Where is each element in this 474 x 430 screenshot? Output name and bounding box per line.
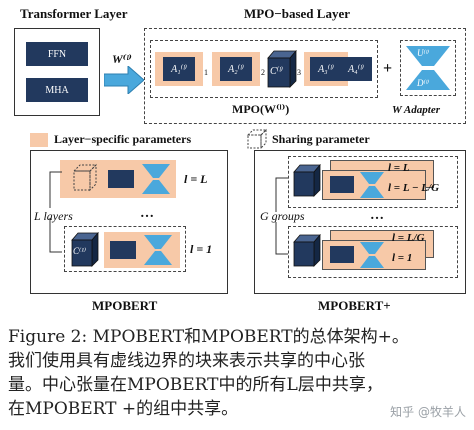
right-top-label-1: l = L — [388, 162, 410, 174]
tensor-c-cube — [267, 49, 297, 88]
ffn-block: FFN — [26, 42, 88, 66]
left-top-label: l = L — [184, 172, 208, 186]
right-bottom-label-2: l = 1 — [392, 252, 413, 264]
right-top-label-2: l = L − L/G — [388, 182, 440, 194]
right-bottom-cube — [293, 233, 321, 267]
caption-line-1: Figure 2: MPOBERT和MPOBERT的总体架构+。 — [8, 327, 409, 347]
left-bottom-frame — [64, 226, 186, 272]
left-brace — [49, 171, 62, 253]
left-top-dashed-cube — [72, 163, 98, 192]
legend-dashed-cube — [246, 128, 268, 150]
mpo-inner-box — [150, 40, 378, 98]
tensor-a2-label: A₂⁽ˡ⁾ — [228, 63, 244, 75]
weight-arrow-label: W⁽ˡ⁾ — [112, 52, 132, 66]
tensor-a1-label: A₁⁽ˡ⁾ — [171, 63, 187, 75]
watermark: 知乎 @牧羊人 — [390, 405, 466, 419]
left-bottom-label: l = 1 — [190, 242, 213, 256]
legend-sharing: Sharing parameter — [272, 132, 370, 146]
right-bottom-block — [330, 246, 354, 263]
left-bottom-hourglass — [144, 235, 172, 265]
left-dots: … — [140, 206, 154, 221]
bond-2: 2 — [261, 68, 265, 77]
adapter-u-label: U⁽ˡ⁾ — [417, 48, 430, 58]
transformer-title: Transformer Layer — [20, 6, 128, 21]
right-dots: … — [370, 208, 384, 223]
legend-layer-specific: Layer−specific parameters — [54, 132, 192, 146]
mpo-caption: MPO(W⁽ˡ⁾) — [232, 102, 290, 116]
adapter-hourglass — [406, 46, 450, 90]
right-bottom-label-1: l = L/G — [392, 232, 425, 244]
mpobert-panel — [30, 150, 228, 294]
tensor-a4: A₄⁽ˡ⁾ — [340, 57, 372, 81]
right-top-frame — [288, 156, 458, 208]
caption-line-4: 在MPOBERT +的组中共享。 — [8, 399, 239, 419]
tensor-a3-label: A₃⁽ˡ⁾ — [318, 63, 334, 75]
adapter-box — [400, 40, 456, 96]
transformer-box — [14, 28, 100, 116]
left-bottom-core-label: C⁽¹⁾ — [73, 246, 87, 256]
left-top-hourglass — [142, 164, 170, 194]
right-bottom-hourglass — [360, 242, 384, 268]
bond-1: 1 — [204, 68, 208, 77]
mpobert-title: MPOBERT — [92, 298, 158, 313]
ffn-label: FFN — [47, 48, 67, 60]
mpobert-plus-title: MPOBERT+ — [318, 298, 391, 313]
plus-sign: + — [383, 60, 393, 77]
right-top-block — [330, 176, 354, 193]
legend-peach-swatch — [30, 133, 48, 147]
right-brace — [275, 177, 288, 255]
left-side-label: L layers — [34, 209, 73, 223]
left-top-block — [108, 170, 134, 188]
mha-block: MHA — [26, 78, 88, 102]
tensor-a2: A₂⁽ˡ⁾ — [212, 52, 260, 86]
mha-label: MHA — [45, 84, 69, 96]
mpo-title: MPO−based Layer — [244, 6, 350, 21]
tensor-c-label: C⁽ˡ⁾ — [270, 66, 283, 77]
adapter-d-label: D⁽ˡ⁾ — [417, 78, 430, 88]
tensor-a1: A₁⁽ˡ⁾ — [155, 52, 203, 86]
left-bottom-cube — [71, 231, 99, 267]
left-bottom-block — [110, 241, 136, 259]
mpobert-plus-panel — [254, 150, 466, 294]
bond-3: 3 — [297, 68, 301, 77]
right-top-hourglass — [360, 172, 384, 198]
adapter-caption: W Adapter — [392, 104, 440, 116]
tensor-a4-label: A₄⁽ˡ⁾ — [348, 63, 364, 75]
caption-line-3: 量。中心张量在MPOBERT中的所有L层中共享， — [8, 375, 383, 395]
caption-line-2: 我们使用具有虚线边界的块来表示共享的中心张 — [8, 351, 365, 371]
right-bottom-frame — [288, 226, 458, 278]
weight-arrow — [104, 66, 144, 94]
mpo-box — [144, 28, 466, 124]
right-top-cube — [293, 163, 321, 197]
right-side-label: G groups — [260, 209, 305, 223]
